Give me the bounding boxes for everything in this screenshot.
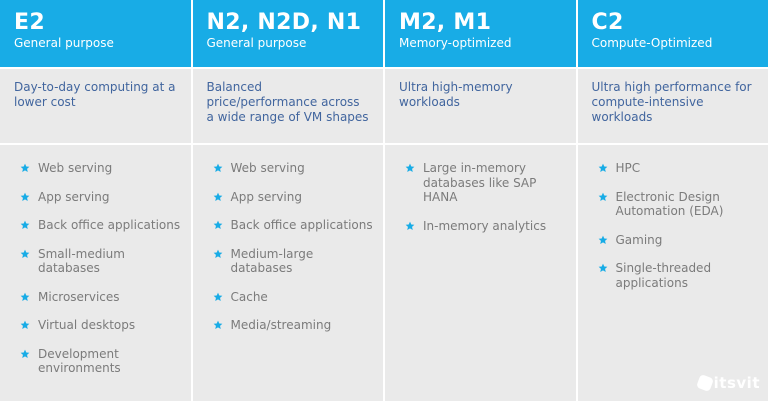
star-icon [213, 220, 223, 230]
list-item: Web serving [213, 161, 374, 176]
list-item-label: Electronic Design Automation (EDA) [615, 189, 724, 219]
list-item: Back office applications [20, 218, 181, 233]
star-icon [405, 221, 415, 231]
column-description: Ultra high performance for compute-inten… [577, 69, 768, 143]
column-e2: E2 General purpose Day-to-day computing … [0, 0, 191, 401]
list-item: Back office applications [213, 218, 374, 233]
list-item: App serving [213, 190, 374, 205]
list-item: HPC [598, 161, 759, 176]
list-item: Media/streaming [213, 318, 374, 333]
list-item-label: Cache [230, 289, 268, 304]
list-item: App serving [20, 190, 181, 205]
list-item: Cache [213, 290, 374, 305]
list-item-label: Web serving [230, 161, 305, 175]
list-item-label: App serving [38, 189, 110, 204]
column-header: E2 General purpose [0, 0, 191, 67]
star-icon [405, 163, 415, 173]
list-item: Virtual desktops [20, 318, 181, 333]
list-item-label: Single-threaded applications [615, 261, 712, 290]
list-item-label: Small-medium databases [38, 246, 125, 276]
list-item-label: Microservices [38, 289, 120, 304]
star-icon [213, 292, 223, 302]
star-icon [598, 263, 608, 273]
column-title: E2 [14, 10, 45, 35]
column-subtitle: Memory-optimized [399, 36, 512, 50]
list-item: Gaming [598, 233, 759, 248]
star-icon [20, 292, 30, 302]
column-header: C2 Compute-Optimized [577, 0, 768, 67]
column-n2-n2d-n1: N2, N2D, N1 General purpose Balanced pri… [192, 0, 383, 401]
column-m2-m1: M2, M1 Memory-optimized Ultra high-memor… [385, 0, 576, 401]
list-item: Single-threaded applications [598, 261, 759, 290]
star-icon [213, 163, 223, 173]
star-icon [213, 320, 223, 330]
list-item: Large in-memory databases like SAP HANA [405, 161, 566, 205]
list-item: In-memory analytics [405, 219, 566, 234]
star-icon [598, 163, 608, 173]
list-item-label: HPC [615, 161, 641, 175]
list-item-label: Virtual desktops [38, 318, 136, 332]
star-icon [20, 220, 30, 230]
list-item-label: App serving [230, 189, 302, 204]
column-header: N2, N2D, N1 General purpose [192, 0, 383, 67]
column-header: M2, M1 Memory-optimized [385, 0, 576, 67]
use-case-list: Large in-memory databases like SAP HANA … [385, 145, 576, 401]
column-c2: C2 Compute-Optimized Ultra high performa… [577, 0, 768, 401]
list-item: Small-medium databases [20, 247, 181, 276]
logo-text: itsvit [713, 374, 760, 392]
list-item-label: Large in-memory databases like SAP HANA [423, 161, 537, 204]
column-description: Balanced price/performance across a wide… [192, 69, 383, 143]
list-item: Microservices [20, 290, 181, 305]
list-item-label: Web serving [38, 161, 113, 175]
list-item-label: Medium-large databases [230, 246, 314, 276]
itsvit-logo: itsvit [695, 374, 760, 392]
star-icon [20, 249, 30, 259]
column-description: Day-to-day computing at a lower cost [0, 69, 191, 143]
list-item-label: In-memory analytics [423, 218, 547, 233]
list-item-label: Media/streaming [230, 318, 332, 332]
use-case-list: Web serving App serving Back office appl… [192, 145, 383, 401]
list-item: Medium-large databases [213, 247, 374, 276]
star-icon [598, 192, 608, 202]
column-subtitle: Compute-Optimized [591, 36, 713, 50]
column-description: Ultra high-memory workloads [385, 69, 576, 143]
list-item-label: Back office applications [38, 218, 181, 232]
itsvit-logo-icon [695, 374, 714, 392]
column-title: M2, M1 [399, 10, 492, 35]
column-subtitle: General purpose [206, 36, 307, 50]
list-item: Development environments [20, 347, 181, 376]
star-icon [213, 192, 223, 202]
star-icon [20, 349, 30, 359]
column-title: C2 [591, 10, 624, 35]
list-item-label: Development environments [38, 346, 121, 376]
use-case-list: Web serving App serving Back office appl… [0, 145, 191, 401]
list-item-label: Back office applications [230, 218, 373, 232]
column-subtitle: General purpose [14, 36, 114, 50]
list-item-label: Gaming [615, 232, 663, 247]
use-case-list: HPC Electronic Design Automation (EDA) G… [577, 145, 768, 401]
column-title: N2, N2D, N1 [206, 10, 362, 35]
star-icon [20, 192, 30, 202]
star-icon [20, 320, 30, 330]
list-item: Electronic Design Automation (EDA) [598, 190, 759, 219]
list-item: Web serving [20, 161, 181, 176]
star-icon [213, 249, 223, 259]
star-icon [20, 163, 30, 173]
star-icon [598, 235, 608, 245]
